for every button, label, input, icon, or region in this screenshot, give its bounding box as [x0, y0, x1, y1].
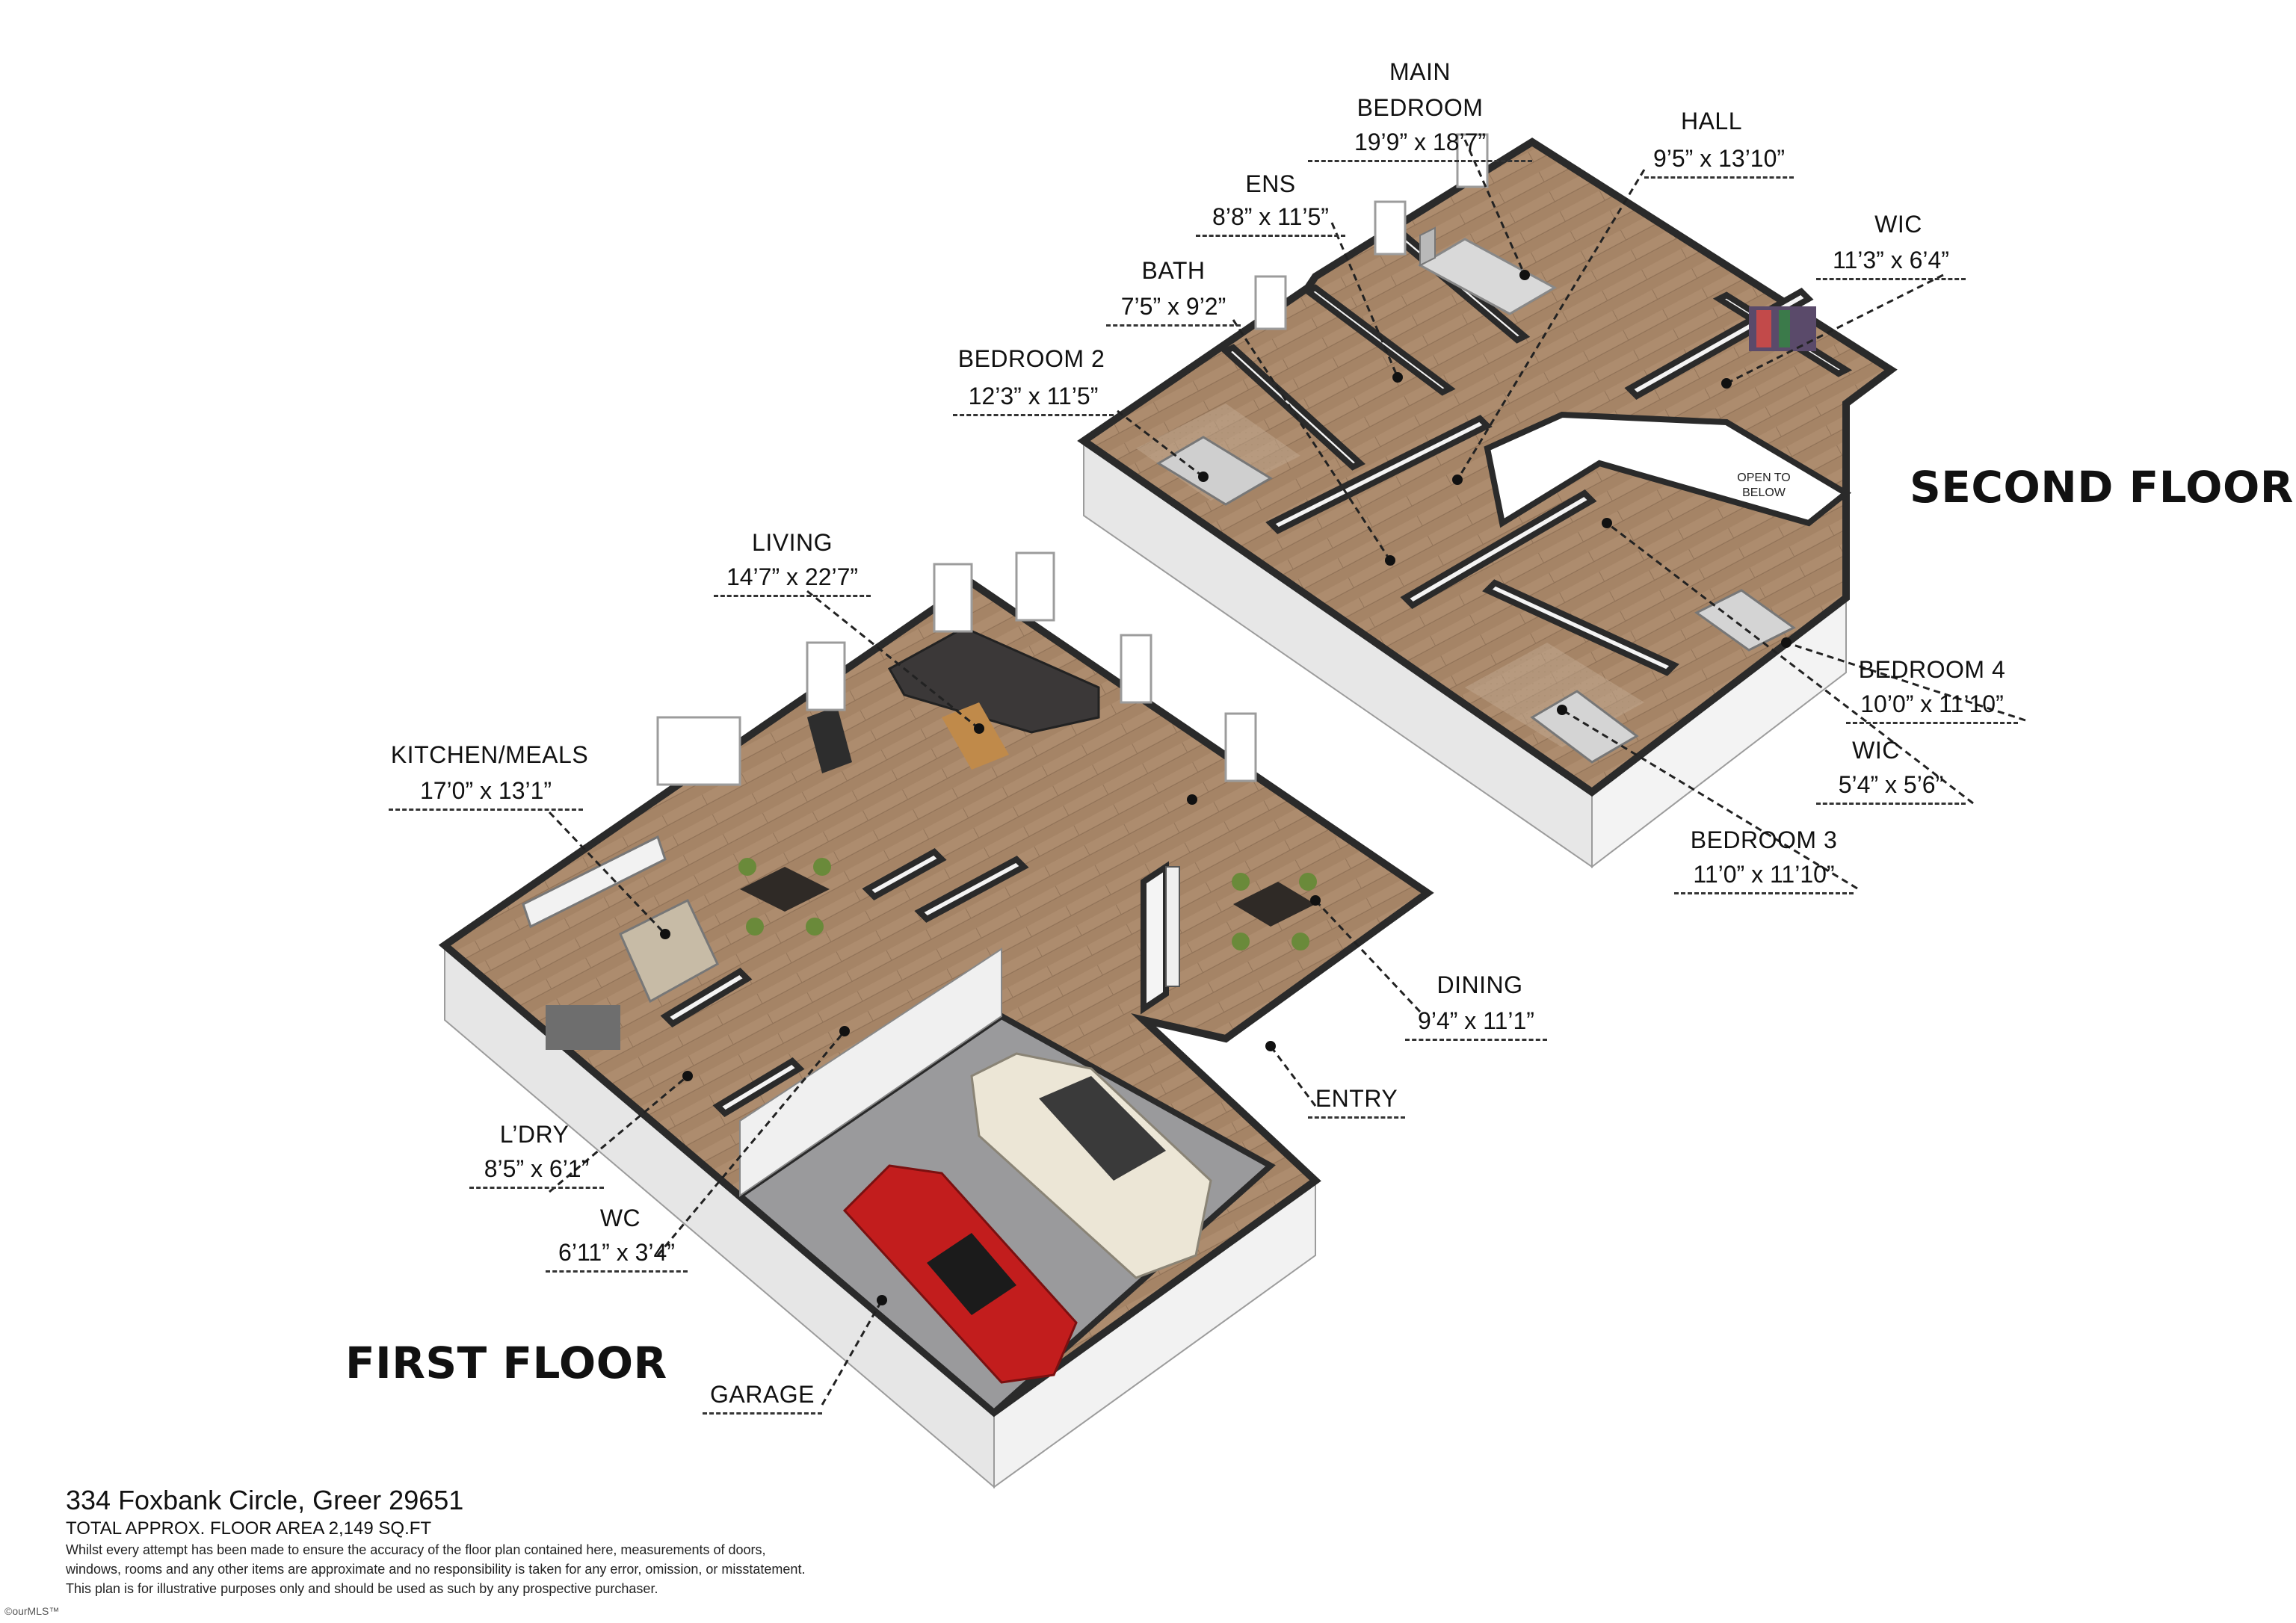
column-post [1165, 866, 1180, 987]
cream-car [970, 1052, 1212, 1279]
room-label-bedroom-4: BEDROOM 4 [1858, 656, 2006, 683]
second-floor-model [1077, 133, 1898, 869]
red-car [842, 1164, 1078, 1384]
meals-dining-set [738, 858, 831, 936]
room-label-main-bedroom: MAIN BEDROOM [1357, 58, 1484, 121]
room-label-bedroom-3: BEDROOM 3 [1690, 826, 1838, 853]
bedroom-4-bed [1694, 589, 1796, 652]
main-bed [1417, 226, 1558, 315]
room-dims-wic-bedroom-4: 5’4” x 5’6” [1816, 770, 1966, 805]
first-floor-interior-walls [660, 848, 1169, 1118]
room-label-wic-bedroom-4: WIC [1852, 737, 1900, 764]
room-label-hall: HALL [1680, 108, 1743, 135]
room-dims-main-bedroom: 19’9” x 18’7” [1308, 127, 1532, 162]
room-label-entry: ENTRY [1308, 1083, 1405, 1119]
room-label-wc: WC [599, 1205, 641, 1231]
room-label-laundry: L’DRY [499, 1121, 570, 1148]
room-label-wic-main: WIC [1874, 211, 1922, 238]
room-dims-kitchen-meals: 17’0” x 13’1” [389, 776, 583, 811]
room-dims-bedroom-2: 12’3” x 11’5” [953, 381, 1114, 416]
room-dims-bedroom-3: 11’0” x 11’10” [1674, 859, 1854, 894]
plan-footer: 334 Foxbank Circle, Greer 29651 TOTAL AP… [66, 1483, 1112, 1598]
room-label-dining: DINING [1436, 971, 1523, 998]
bedroom-2-bed [1156, 436, 1273, 506]
room-label-ens: ENS [1245, 170, 1296, 197]
room-label-bath: BATH [1141, 257, 1206, 284]
room-dims-wic-main: 11’3” x 6’4” [1816, 245, 1966, 280]
first-floor-model [438, 551, 1434, 1489]
dining-set [1232, 873, 1317, 950]
room-markers [660, 270, 1792, 1305]
floor-title-first: FIRST FLOOR [345, 1338, 667, 1388]
wic-clothes-rack [1749, 306, 1816, 351]
room-dims-laundry: 8’5” x 6’1” [469, 1154, 604, 1189]
brand-watermark: ©ourMLS™ [4, 1605, 60, 1617]
room-dims-bedroom-4: 10’0” x 11’10” [1846, 689, 2018, 724]
garage-left-wall [739, 947, 1002, 1197]
room-dims-living: 14’7” x 22’7” [714, 562, 871, 597]
leader-lines [548, 139, 2026, 1406]
property-address: 334 Foxbank Circle, Greer 29651 [66, 1485, 464, 1515]
room-dims-wc: 6’11” x 3’4” [546, 1237, 688, 1273]
disclaimer-line-1: Whilst every attempt has been made to en… [66, 1542, 766, 1557]
floor-title-second: SECOND FLOOR [1910, 462, 2294, 513]
room-label-living: LIVING [752, 529, 833, 556]
room-dims-dining: 9’4” x 11’1” [1405, 1006, 1547, 1041]
open-to-below-void [1484, 411, 1852, 528]
disclaimer-line-3: This plan is for illustrative purposes o… [66, 1581, 658, 1596]
room-label-bedroom-2: BEDROOM 2 [957, 345, 1105, 372]
living-sofa [807, 626, 1100, 773]
first-floor-windows [656, 551, 1257, 786]
room-dims-hall: 9’5” x 13’10” [1644, 143, 1794, 179]
kitchen-counters [522, 835, 719, 1050]
room-label-garage: GARAGE [703, 1379, 822, 1415]
room-dims-ens: 8’8” x 11’5” [1196, 202, 1345, 237]
disclaimer-line-2: windows, rooms and any other items are a… [66, 1562, 806, 1577]
total-floor-area: TOTAL APPROX. FLOOR AREA 2,149 SQ.FT [66, 1518, 432, 1539]
open-to-below-note: OPEN TO BELOW [1737, 472, 1791, 499]
room-label-kitchen-meals: KITCHEN/MEALS [390, 741, 589, 768]
room-dims-bath: 7’5” x 9’2” [1106, 291, 1241, 327]
